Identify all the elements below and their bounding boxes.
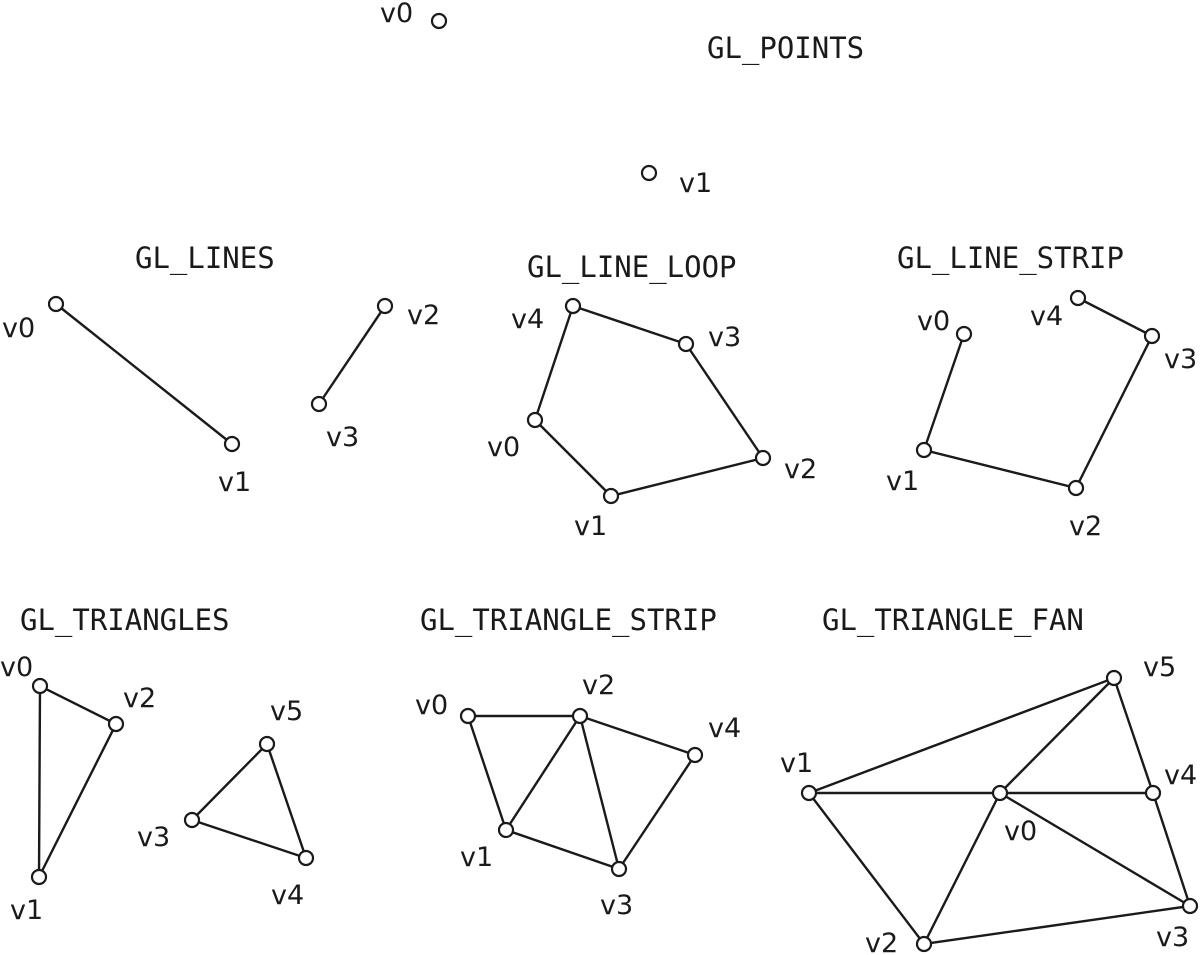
panel-title: GL_POINTS xyxy=(707,31,864,66)
vertex-label: v2 xyxy=(582,670,615,701)
vertex-marker xyxy=(602,487,620,505)
vertex-label: v5 xyxy=(270,696,303,727)
edge-fan-outline xyxy=(808,676,1192,946)
vertex-label: v0 xyxy=(917,306,950,337)
vertex-marker xyxy=(223,435,241,453)
edge xyxy=(578,715,621,870)
vertex-marker xyxy=(183,811,201,829)
vertex-label: v4 xyxy=(708,713,741,744)
vertex-marker xyxy=(1143,327,1161,345)
vertex-label: v3 xyxy=(137,822,170,853)
vertex-marker xyxy=(640,164,658,182)
vertex-marker xyxy=(564,297,582,315)
panel-title: GL_LINE_LOOP xyxy=(527,250,737,285)
edge xyxy=(318,305,386,405)
vertex-marker xyxy=(258,735,276,753)
panel-gl-lines: GL_LINES v0 v1 v2 v3 xyxy=(2,241,440,498)
vertex-label: v5 xyxy=(1143,652,1176,683)
vertex-marker xyxy=(1144,784,1162,802)
vertex-label: v0 xyxy=(487,432,520,463)
vertex-marker xyxy=(310,395,328,413)
panel-gl-line-strip: GL_LINE_STRIP v0 v1 v2 v3 v4 xyxy=(886,241,1197,542)
edge xyxy=(999,677,1115,794)
vertex-marker xyxy=(526,411,544,429)
vertex-label: v0 xyxy=(1004,816,1037,847)
vertex-marker xyxy=(297,849,315,867)
vertex-label: v4 xyxy=(1164,760,1197,791)
triangle xyxy=(189,741,308,860)
vertex-label: v1 xyxy=(780,748,813,779)
panel-gl-triangles: GL_TRIANGLES v0 v1 v2 v3 v4 v5 xyxy=(0,603,315,926)
vertex-label: v3 xyxy=(1156,922,1189,953)
vertex-label: v1 xyxy=(460,842,493,873)
vertex-label: v2 xyxy=(1069,511,1102,542)
vertex-label: v3 xyxy=(1164,344,1197,375)
vertex-label: v2 xyxy=(407,300,440,331)
edge xyxy=(55,303,233,445)
vertex-label: v0 xyxy=(0,652,33,683)
vertex-marker xyxy=(1069,289,1087,307)
vertex-marker xyxy=(107,715,125,733)
vertex-marker xyxy=(47,295,65,313)
panel-gl-triangle-fan: GL_TRIANGLE_FAN v0 v1 v2 v3 v4 v5 xyxy=(780,603,1199,955)
vertex-marker xyxy=(430,12,448,30)
vertex-marker xyxy=(376,297,394,315)
vertex-marker xyxy=(459,707,477,725)
vertex-label: v4 xyxy=(271,880,304,911)
edge-loop xyxy=(533,304,765,498)
vertex-label: v0 xyxy=(2,313,35,344)
vertex-marker xyxy=(30,868,48,886)
vertex-label: v3 xyxy=(708,322,741,353)
vertex-label: v2 xyxy=(123,683,156,714)
vertex-label: v0 xyxy=(380,0,413,29)
vertex-marker xyxy=(31,677,49,695)
vertex-marker xyxy=(610,860,628,878)
triangle xyxy=(37,684,118,878)
panel-gl-points: GL_POINTS v0 v1 xyxy=(380,0,864,199)
vertex-marker xyxy=(677,335,695,353)
vertex-marker xyxy=(497,821,515,839)
edge xyxy=(505,828,620,871)
vertex-marker xyxy=(754,449,772,467)
panel-title: GL_TRIANGLE_FAN xyxy=(822,603,1084,638)
panel-title: GL_LINE_STRIP xyxy=(897,241,1124,276)
panel-gl-triangle-strip: GL_TRIANGLE_STRIP v0 v1 v2 v3 v4 xyxy=(415,603,741,921)
vertex-marker xyxy=(991,784,1009,802)
vertex-label: v3 xyxy=(326,422,359,453)
edge xyxy=(618,754,696,870)
vertex-label: v1 xyxy=(679,168,712,199)
vertex-label: v2 xyxy=(784,454,817,485)
vertex-label: v1 xyxy=(886,466,919,497)
vertex-marker xyxy=(1105,669,1123,687)
edge xyxy=(999,791,1191,908)
edge xyxy=(579,714,696,757)
vertex-marker xyxy=(1067,479,1085,497)
vertex-label: v1 xyxy=(218,467,251,498)
vertex-label: v4 xyxy=(1030,301,1063,332)
edge xyxy=(922,792,1002,945)
panel-title: GL_LINES xyxy=(135,241,275,276)
vertex-marker xyxy=(686,746,704,764)
panel-title: GL_TRIANGLES xyxy=(20,603,230,638)
vertex-marker xyxy=(1181,897,1199,915)
edge xyxy=(504,715,582,831)
vertex-marker xyxy=(915,441,933,459)
vertex-label: v2 xyxy=(865,928,898,955)
panel-gl-line-loop: GL_LINE_LOOP v0 v1 v2 v3 v4 xyxy=(487,250,817,542)
vertex-label: v3 xyxy=(600,890,633,921)
vertex-label: v1 xyxy=(10,895,43,926)
vertex-marker xyxy=(800,784,818,802)
vertex-label: v0 xyxy=(415,690,448,721)
vertex-label: v4 xyxy=(511,304,544,335)
vertex-marker xyxy=(955,325,973,343)
vertex-label: v1 xyxy=(574,511,607,542)
vertex-marker xyxy=(571,707,589,725)
panel-title: GL_TRIANGLE_STRIP xyxy=(420,603,717,638)
vertex-marker xyxy=(915,935,933,953)
edge xyxy=(466,715,508,831)
